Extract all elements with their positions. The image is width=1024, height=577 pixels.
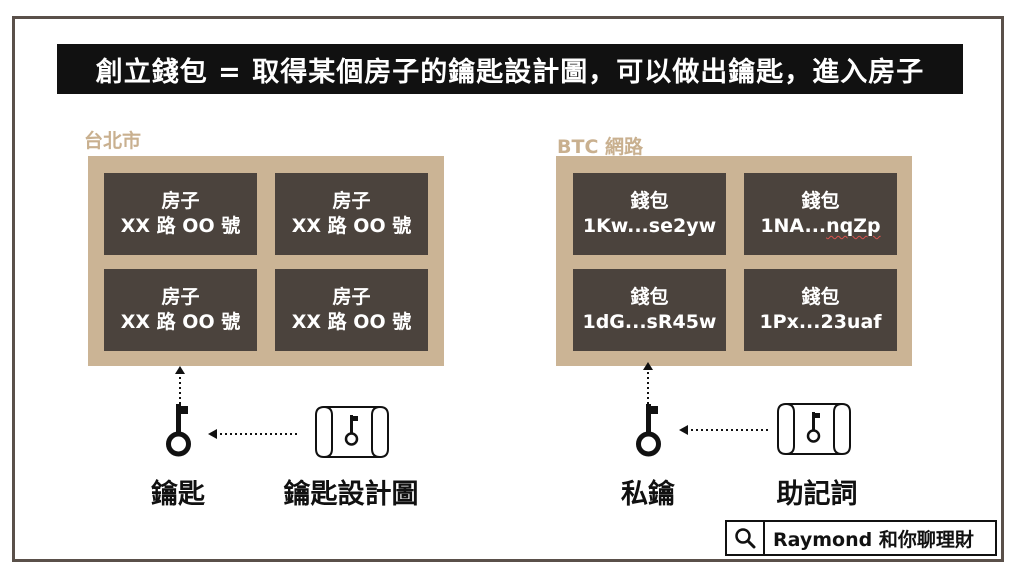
cell-title: 房子 [161,190,200,212]
arrow-left-icon [208,429,297,439]
wallet-cell: 錢包 1Kw...se2yw [573,173,726,255]
house-cell: 房子 XX 路 OO 號 [275,269,428,351]
cell-title: 錢包 [801,190,840,212]
arrow-up-icon [175,366,185,404]
wallet-cell: 錢包 1Px...23uaf [744,269,897,351]
blueprint-scroll-icon [777,402,851,456]
cell-title: 房子 [332,286,371,308]
cell-address: 1Kw...se2yw [582,215,717,237]
wallets-panel: 錢包 1Kw...se2yw 錢包 1NA...nqZp 錢包 1dG...sR… [556,156,912,366]
arrow-up-icon [643,362,653,404]
house-cell: 房子 XX 路 OO 號 [104,173,257,255]
wallet-cell: 錢包 1dG...sR45w [573,269,726,351]
search-icon-container [727,522,765,554]
section-label-btc: BTC 網路 [557,136,644,158]
cell-address: XX 路 OO 號 [120,215,241,237]
key-caption: 鑰匙 [151,479,205,510]
cell-address: XX 路 OO 號 [291,311,412,333]
key-icon [636,404,661,457]
section-label-taipei: 台北市 [84,130,142,152]
private-key-caption: 私鑰 [621,479,675,510]
cell-address: 1dG...sR45w [582,311,717,333]
houses-panel: 房子 XX 路 OO 號 房子 XX 路 OO 號 房子 XX 路 OO 號 房… [88,156,444,366]
cell-title: 房子 [332,190,371,212]
cell-address: XX 路 OO 號 [120,311,241,333]
blueprint-caption: 鑰匙設計圖 [283,479,419,510]
cell-title: 錢包 [630,286,669,308]
cell-title: 房子 [161,286,200,308]
cell-address: 1Px...23uaf [759,311,882,333]
page-title: 創立錢包 = 取得某個房子的鑰匙設計圖，可以做出鑰匙，進入房子 [57,44,963,94]
cell-title: 錢包 [801,286,840,308]
cell-title: 錢包 [630,190,669,212]
house-cell: 房子 XX 路 OO 號 [104,269,257,351]
cell-address: XX 路 OO 號 [291,215,412,237]
house-cell: 房子 XX 路 OO 號 [275,173,428,255]
key-icon [166,404,191,457]
wallet-cell: 錢包 1NA...nqZp [744,173,897,255]
channel-name: Raymond 和你聊理財 [773,528,974,551]
cell-address: 1NA...nqZp [760,215,881,237]
search-icon [735,528,756,549]
blueprint-scroll-icon [315,405,389,459]
arrow-left-icon [679,425,768,435]
channel-search-box: Raymond 和你聊理財 [725,520,997,556]
mnemonic-caption: 助記詞 [776,479,858,510]
